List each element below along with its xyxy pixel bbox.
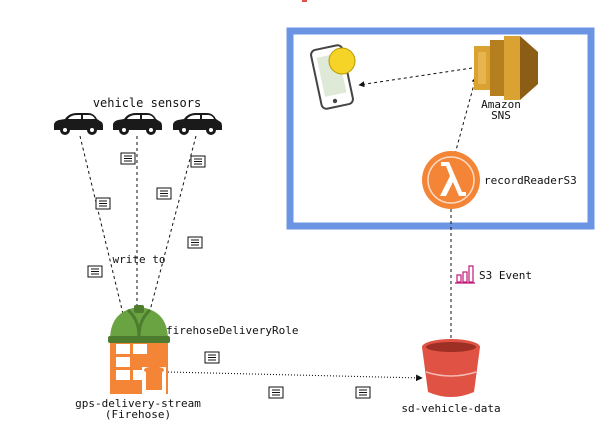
iam-role-helmet-icon <box>108 305 170 343</box>
sns-label-line1: Amazon <box>481 98 521 111</box>
mobile-phone-icon <box>310 44 356 110</box>
amazon-sns-icon <box>474 36 538 100</box>
firehose-role-label: firehoseDeliveryRole <box>166 324 298 337</box>
document-icon <box>268 386 284 399</box>
car-icon <box>173 113 222 135</box>
edge-lambda-sns <box>454 76 478 155</box>
top-edge-mark <box>302 0 307 2</box>
aws-lambda-icon <box>422 151 480 209</box>
sns-label-line2: SNS <box>491 109 511 122</box>
bucket-label: sd-vehicle-data <box>401 402 500 415</box>
document-icon <box>355 386 371 399</box>
edge-sns-phone <box>358 67 473 88</box>
s3-event-label: S3 Event <box>479 269 532 282</box>
document-icon <box>95 197 111 210</box>
car-icon <box>54 113 103 135</box>
document-icon <box>156 187 172 200</box>
document-icon <box>204 351 220 364</box>
edge-car1-firehose <box>79 135 125 319</box>
car-icon <box>113 113 162 135</box>
write-to-label: write to <box>113 253 166 266</box>
s3-bucket-icon <box>422 339 480 397</box>
document-icon <box>87 265 103 278</box>
edge-car3-firehose <box>146 135 197 323</box>
lambda-label: recordReaderS3 <box>484 174 577 187</box>
processing-frame <box>286 27 595 230</box>
firehose-sub-label: (Firehose) <box>105 408 171 421</box>
edges <box>79 67 478 382</box>
document-icon <box>120 152 136 165</box>
kinesis-firehose-icon <box>110 336 168 394</box>
firehose-name-label: gps-delivery-stream <box>75 397 201 410</box>
vehicle-sensors-label: vehicle sensors <box>93 96 201 110</box>
document-icon <box>190 155 206 168</box>
edge-firehose-bucket <box>167 371 423 382</box>
s3-event-icon <box>455 265 475 284</box>
document-icon <box>187 236 203 249</box>
